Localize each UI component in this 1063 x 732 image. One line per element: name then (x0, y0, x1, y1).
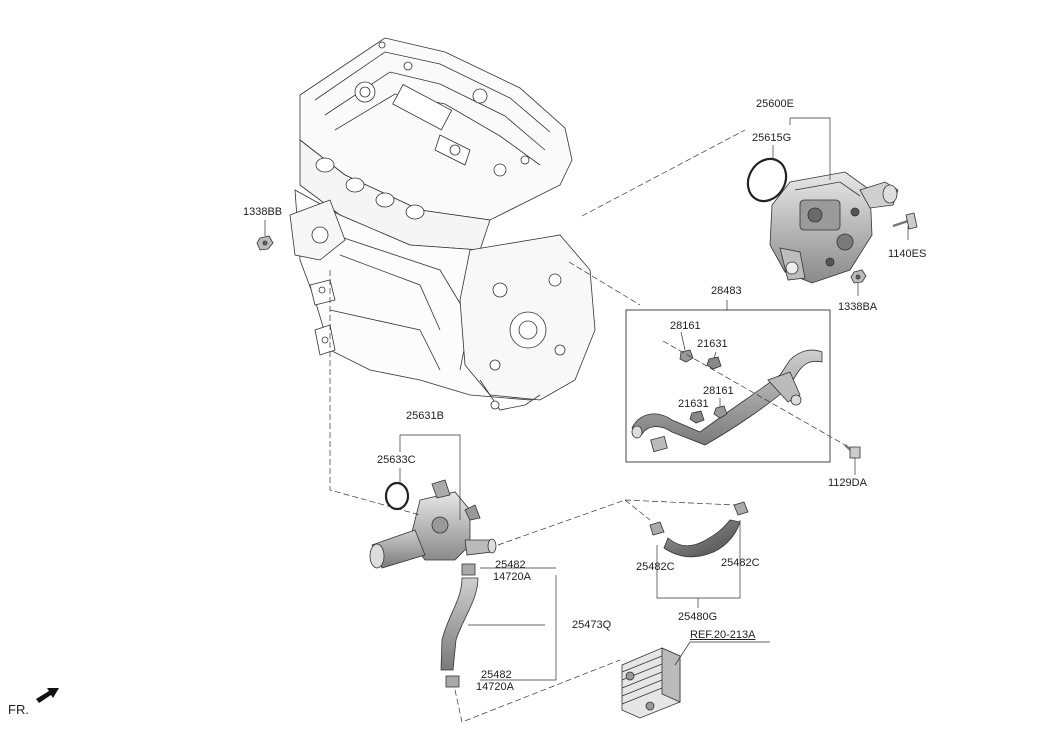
label-25482C-left: 25482C (636, 561, 675, 573)
label-1129DA: 1129DA (828, 477, 867, 489)
box-28483 (625, 309, 831, 463)
label-25482-upper: 25482 (495, 559, 526, 571)
gasket-25615G (746, 157, 788, 203)
label-25482-lower: 25482 (481, 669, 512, 681)
bolt-1129DA (844, 444, 861, 459)
nut-1338BA (850, 269, 867, 284)
label-front: FR. (8, 702, 29, 717)
clamp-upper (461, 563, 476, 576)
leader-lines (264, 117, 909, 723)
o-ring-25633C (384, 481, 410, 511)
label-25482C-right: 25482C (721, 557, 760, 569)
nut-1338BB (256, 235, 274, 251)
clamp-lower (445, 675, 460, 688)
label-ref-20-213A: REF.20-213A (690, 629, 756, 641)
coolant-pipe-28483 (631, 349, 823, 453)
label-21631-upper: 21631 (697, 338, 728, 350)
label-28161-lower: 28161 (703, 385, 734, 397)
label-25473Q: 25473Q (572, 619, 612, 631)
label-14720A-upper: 14720A (493, 571, 531, 583)
oil-cooler (621, 647, 681, 719)
engine-assembly (289, 37, 596, 411)
label-1338BB: 1338BB (243, 206, 283, 218)
label-28483: 28483 (711, 285, 742, 297)
label-25480G: 25480G (678, 611, 718, 623)
label-25600E: 25600E (756, 98, 794, 110)
label-25631B: 25631B (406, 410, 444, 422)
label-28161-upper: 28161 (670, 320, 701, 332)
bolt-1140ES (892, 212, 918, 230)
hose-25480G (649, 501, 749, 558)
label-25615G: 25615G (752, 132, 792, 144)
water-outlet-25631B (369, 479, 497, 569)
label-25633C: 25633C (377, 454, 416, 466)
label-21631-lower: 21631 (678, 398, 709, 410)
front-direction-arrow (36, 688, 59, 703)
label-1140ES: 1140ES (888, 248, 927, 260)
label-14720A-lower: 14720A (476, 681, 514, 693)
hose-25473Q (440, 563, 479, 688)
water-pump-assembly (769, 171, 899, 284)
label-1338BA: 1338BA (838, 301, 878, 313)
